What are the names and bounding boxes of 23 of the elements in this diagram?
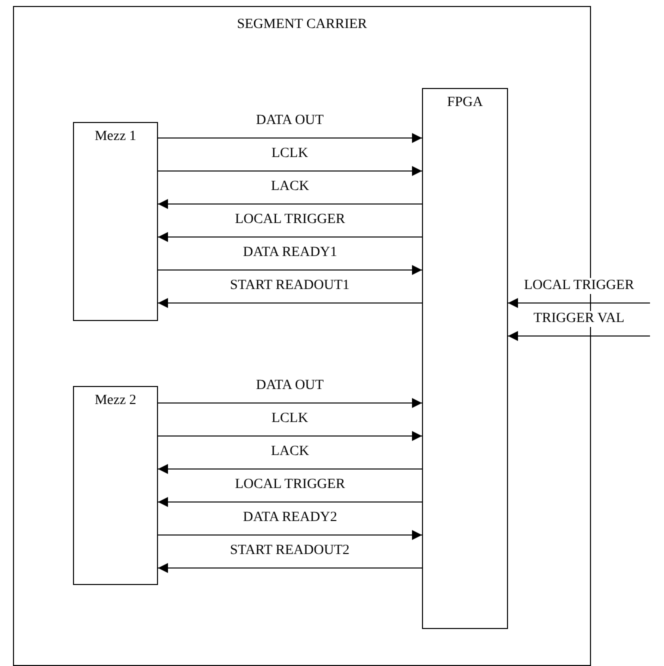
block-title: FPGA [447, 95, 483, 111]
module-box [73, 386, 158, 585]
arrow [158, 497, 422, 507]
block-title: SEGMENT CARRIER [236, 17, 368, 33]
fpga-box [422, 88, 508, 629]
arrow [158, 298, 422, 308]
arrow [158, 199, 422, 209]
arrow [158, 265, 422, 275]
arrow [508, 331, 650, 341]
arrow [158, 431, 422, 441]
arrow [158, 563, 422, 573]
arrow [158, 232, 422, 242]
arrow [158, 464, 422, 474]
arrow [158, 398, 422, 408]
module-box [73, 122, 158, 321]
arrow [158, 133, 422, 143]
arrow [158, 530, 422, 540]
arrow [508, 298, 650, 308]
signal-label: LOCAL TRIGGER [523, 278, 636, 294]
block-title: Mezz 2 [94, 393, 136, 409]
signal-label: TRIGGER VAL [532, 311, 626, 327]
block-title: Mezz 1 [94, 129, 136, 145]
arrow [158, 166, 422, 176]
